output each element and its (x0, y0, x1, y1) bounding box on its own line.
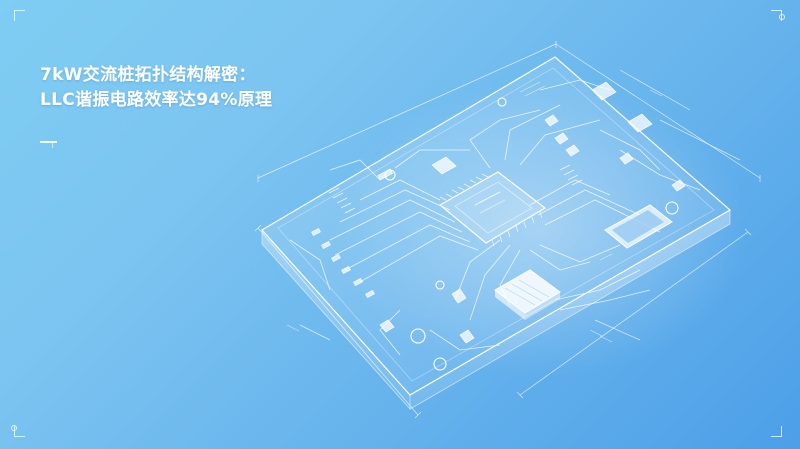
corner-dot-top-right (779, 14, 785, 20)
capacitors (384, 97, 679, 371)
corner-bracket-top-left (14, 10, 25, 21)
hero-title-line-1: 7kW交流桩拓扑结构解密： (40, 65, 256, 85)
corner-bracket-bottom-left (14, 426, 25, 437)
board-surface (261, 56, 732, 396)
pin-headers (328, 164, 583, 214)
title-accent-tick (52, 143, 53, 148)
processor-chip (438, 171, 547, 247)
hero-title: 7kW交流桩拓扑结构解密： LLC谐振电路效率达94%原理 (40, 63, 272, 113)
hero-title-line-2: LLC谐振电路效率达94%原理 (40, 90, 273, 110)
title-accent-bar (40, 141, 57, 143)
component-chips (379, 81, 686, 344)
board-label-marks (286, 81, 663, 343)
power-module (494, 269, 561, 320)
corner-bracket-bottom-right (771, 426, 782, 437)
display-module (604, 204, 673, 249)
board-inner-outline (277, 67, 715, 382)
corner-dot-bottom-left (11, 425, 17, 431)
